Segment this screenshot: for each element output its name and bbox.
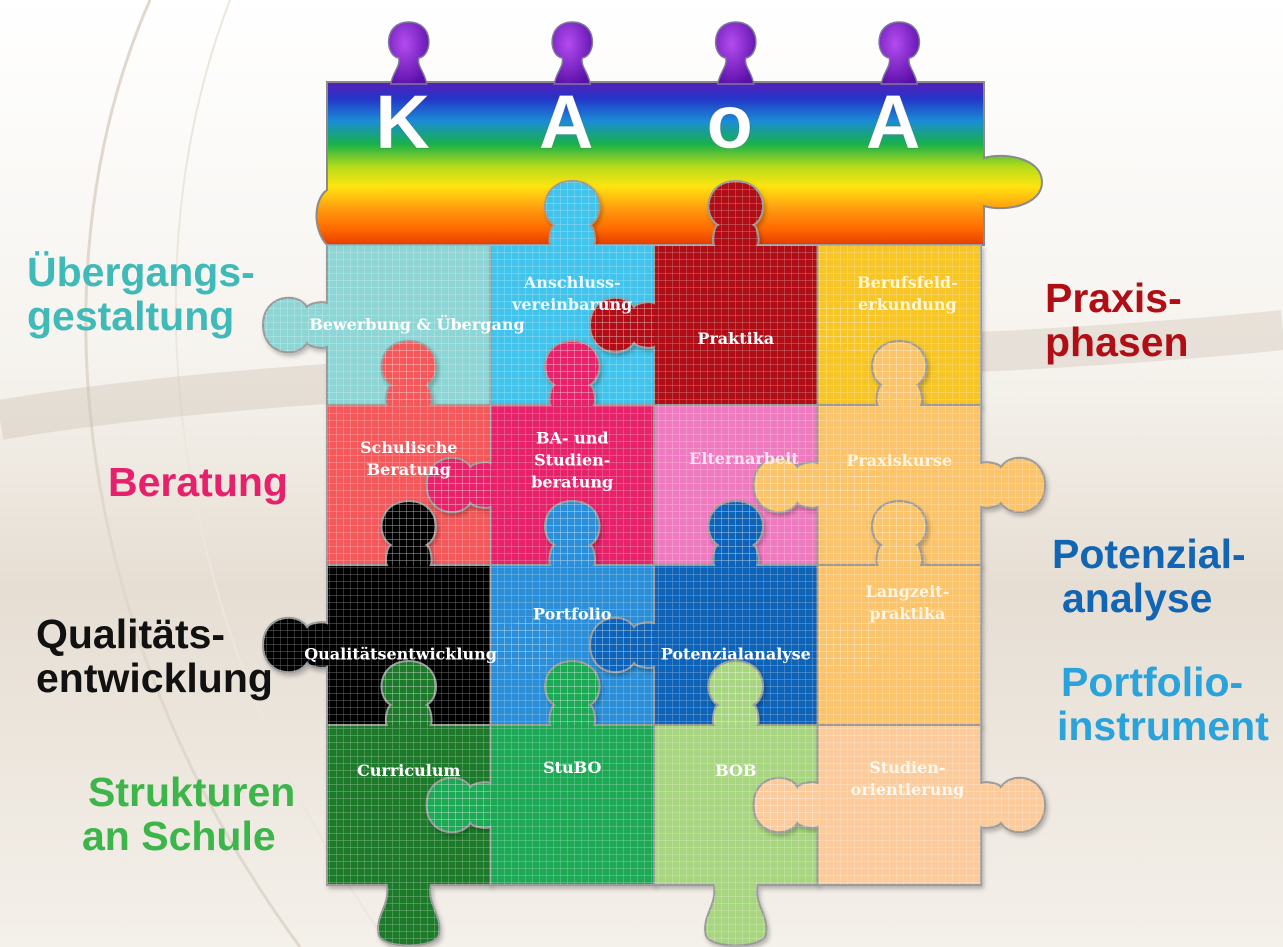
side-label-potenzialanalyse: Potenzial- analyse bbox=[1052, 532, 1246, 620]
puzzle-piece-label: Studien-orientierung bbox=[851, 758, 965, 799]
puzzle-piece-label: Berufsfeld-erkundung bbox=[857, 273, 958, 314]
puzzle-piece-label-line: BA- und bbox=[536, 428, 609, 447]
puzzle-piece-label-line: Anschluss- bbox=[523, 273, 621, 292]
puzzle-piece-label-line: StuBO bbox=[543, 758, 601, 777]
puzzle-knob bbox=[551, 21, 594, 85]
puzzle-piece-label: BOB bbox=[715, 761, 756, 780]
side-label-line: Qualitäts- bbox=[36, 611, 226, 657]
puzzle-piece-texture bbox=[590, 501, 882, 725]
side-label-line: Portfolio- bbox=[1061, 659, 1244, 705]
puzzle-piece-texture bbox=[817, 501, 981, 725]
side-label-portfolioinstrument: Portfolio- instrument bbox=[1057, 660, 1269, 748]
puzzle-piece-label-line: Langzeit- bbox=[866, 582, 950, 601]
background-arc bbox=[174, 0, 391, 947]
puzzle-piece-label-line: vereinbarung bbox=[511, 295, 632, 314]
side-label-line: Strukturen bbox=[88, 769, 296, 815]
puzzle-piece-label: StuBO bbox=[543, 758, 601, 777]
side-label-praxisphasen: Praxis- phasen bbox=[1045, 276, 1189, 364]
puzzle-piece-label-line: beratung bbox=[531, 472, 613, 491]
puzzle-labels: Bewerbung & ÜbergangAnschluss-vereinbaru… bbox=[304, 273, 964, 799]
puzzle-piece-label-line: Berufsfeld- bbox=[857, 273, 958, 292]
puzzle-piece-texture bbox=[426, 661, 654, 885]
puzzle-piece-label-line: Studien- bbox=[534, 450, 610, 469]
title-letter: A bbox=[866, 80, 921, 165]
side-label-line: entwicklung bbox=[36, 655, 273, 701]
puzzle-grid-texture bbox=[263, 181, 1045, 946]
puzzle-piece-label-line: praktika bbox=[869, 604, 945, 623]
side-label-line: phasen bbox=[1045, 319, 1189, 365]
puzzle-piece-label: Praxiskurse bbox=[846, 451, 952, 470]
puzzle-piece-label-line: Portfolio bbox=[533, 604, 612, 623]
side-label-line: Praxis- bbox=[1045, 275, 1182, 321]
puzzle-piece-texture bbox=[263, 501, 555, 725]
puzzle-piece-label: Langzeit-praktika bbox=[866, 582, 950, 623]
puzzle-piece-label-line: erkundung bbox=[858, 295, 957, 314]
puzzle-piece-texture bbox=[327, 661, 491, 946]
puzzle-piece-label-line: Curriculum bbox=[357, 761, 460, 780]
puzzle-knob bbox=[387, 21, 430, 85]
puzzle-piece-label: Bewerbung & Übergang bbox=[309, 314, 524, 334]
puzzle-piece-label-line: Schulische bbox=[360, 438, 457, 457]
puzzle-piece-texture bbox=[753, 341, 1045, 565]
side-label-line: gestaltung bbox=[27, 293, 235, 339]
puzzle-piece-label-line: orientierung bbox=[851, 780, 965, 799]
puzzle-piece-label: Qualitätsentwicklung bbox=[304, 644, 497, 663]
puzzle-piece-label-line: Beratung bbox=[367, 460, 451, 479]
puzzle-knob bbox=[714, 21, 757, 85]
puzzle-piece-label: Portfolio bbox=[533, 604, 612, 623]
puzzle-piece-label: Praktika bbox=[697, 329, 774, 348]
puzzle-piece-texture bbox=[590, 181, 882, 405]
puzzle-piece-label: Elternarbeit bbox=[689, 449, 799, 468]
puzzle-piece-label-line: Praxiskurse bbox=[846, 451, 952, 470]
side-label-beratung: Beratung bbox=[108, 460, 288, 504]
puzzle-piece-label-line: BOB bbox=[715, 761, 756, 780]
puzzle-piece-label: Potenzialanalyse bbox=[661, 644, 811, 663]
puzzle-knob bbox=[878, 21, 921, 85]
title-puzzle-strip bbox=[315, 81, 1044, 246]
side-label-line: Potenzial- bbox=[1052, 531, 1246, 577]
puzzle-piece-label-line: Qualitätsentwicklung bbox=[304, 644, 497, 663]
side-label-qualitaetsentwicklung: Qualitäts- entwicklung bbox=[36, 612, 273, 700]
side-label-strukturen: Strukturen an Schule bbox=[82, 769, 296, 858]
puzzle-piece-label: Curriculum bbox=[357, 761, 460, 780]
side-label-line: Beratung bbox=[108, 459, 288, 505]
side-label-line: instrument bbox=[1057, 703, 1269, 749]
title-letter: K bbox=[375, 80, 430, 165]
puzzle-piece-label-line: Praktika bbox=[697, 329, 774, 348]
side-label-line: analyse bbox=[1062, 575, 1213, 621]
puzzle-piece-label-line: Potenzialanalyse bbox=[661, 644, 811, 663]
title-letter: o bbox=[707, 80, 753, 165]
puzzle-piece-label-line: Studien- bbox=[869, 758, 945, 777]
puzzle-piece-label-line: Elternarbeit bbox=[689, 449, 799, 468]
side-label-uebergangsgestaltung: Übergangs- gestaltung bbox=[27, 250, 255, 338]
puzzle-piece-texture bbox=[817, 245, 981, 405]
puzzle-piece-label-line: Bewerbung & Übergang bbox=[309, 314, 524, 334]
puzzle-piece-label: Anschluss-vereinbarung bbox=[511, 273, 632, 314]
puzzle-piece-texture bbox=[753, 725, 1045, 885]
side-label-line: an Schule bbox=[82, 813, 276, 859]
title-letter: A bbox=[539, 80, 594, 165]
background-arc bbox=[84, 0, 302, 947]
side-label-line: Übergangs- bbox=[27, 249, 255, 295]
puzzle-piece-texture bbox=[426, 341, 654, 565]
puzzle-piece-texture bbox=[654, 661, 818, 946]
